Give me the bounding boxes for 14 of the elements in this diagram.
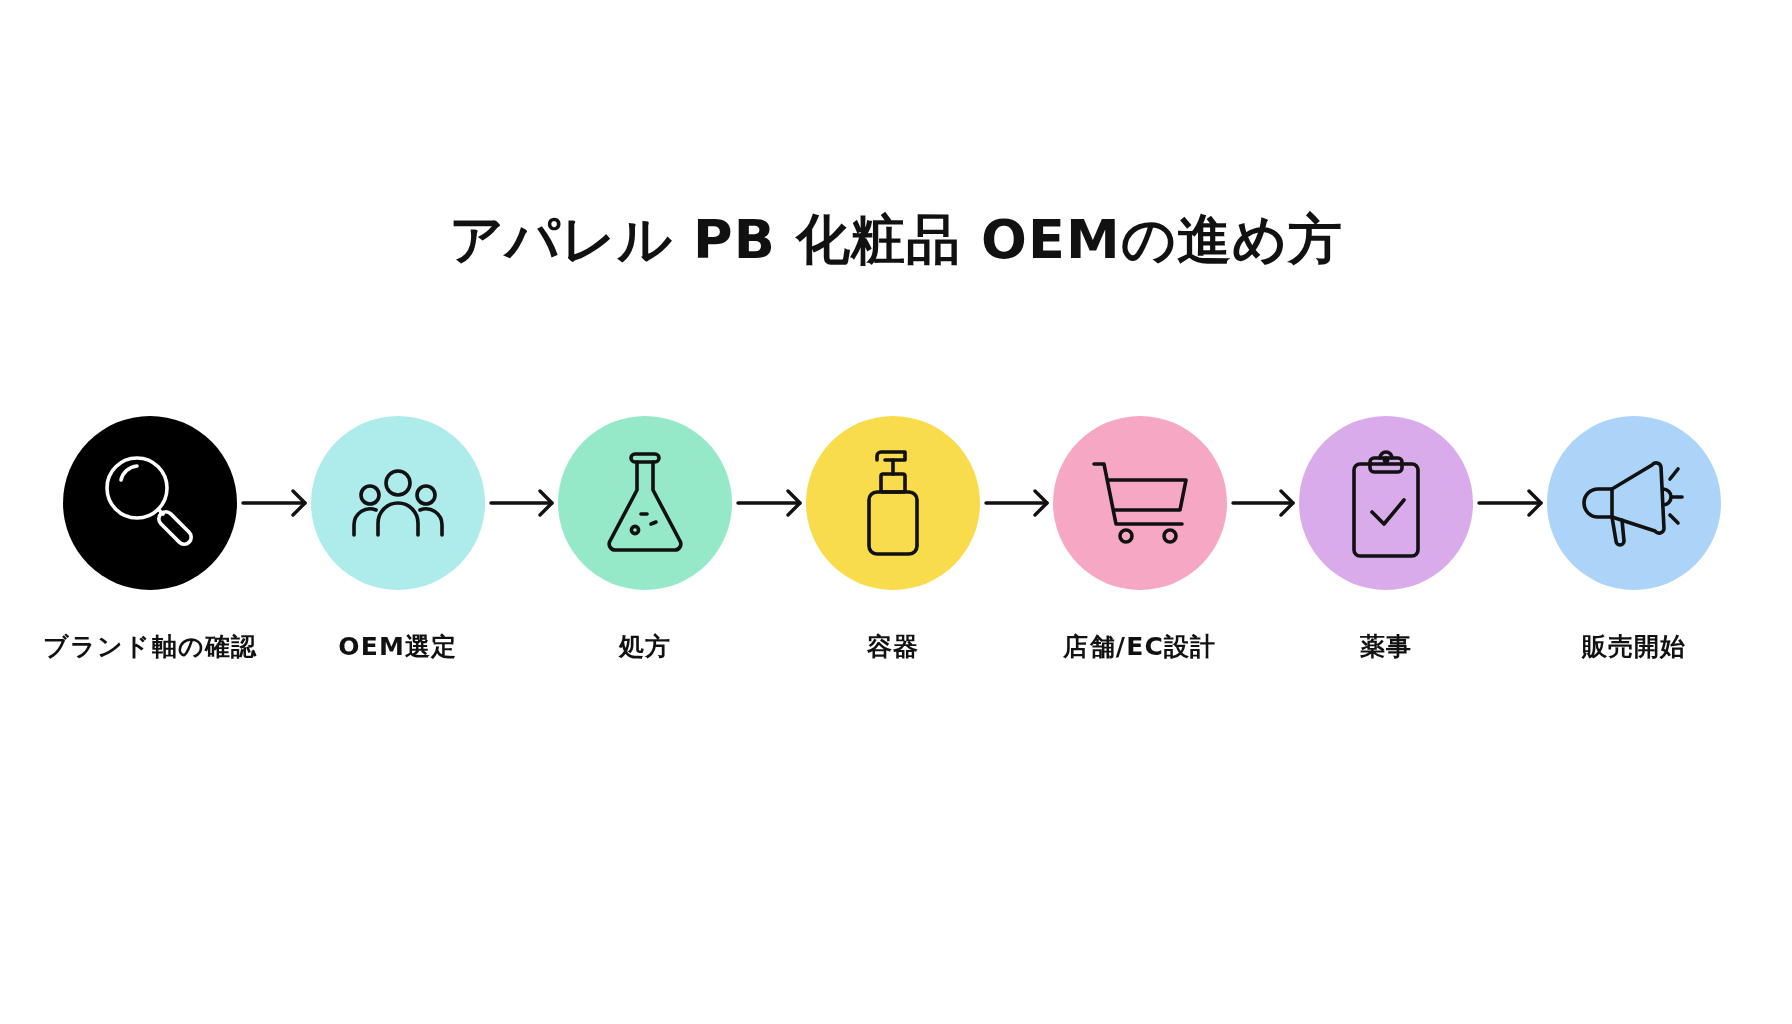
step-label: 販売開始 xyxy=(1581,631,1687,663)
arrow xyxy=(736,489,802,517)
arrow xyxy=(1231,489,1295,517)
step-label: 店舗/EC設計 xyxy=(1063,631,1217,663)
step-label: OEM選定 xyxy=(338,631,458,663)
arrow xyxy=(1477,489,1543,517)
step-label: 薬事 xyxy=(1359,631,1413,663)
title: アパレル PB 化粧品 OEMの進め方 xyxy=(448,207,1344,273)
arrow xyxy=(241,489,307,517)
step-label: 容器 xyxy=(866,631,920,663)
arrow xyxy=(984,489,1049,517)
step-label: ブランド軸の確認 xyxy=(42,631,258,663)
arrow xyxy=(489,489,554,517)
step-label: 処方 xyxy=(618,631,672,663)
